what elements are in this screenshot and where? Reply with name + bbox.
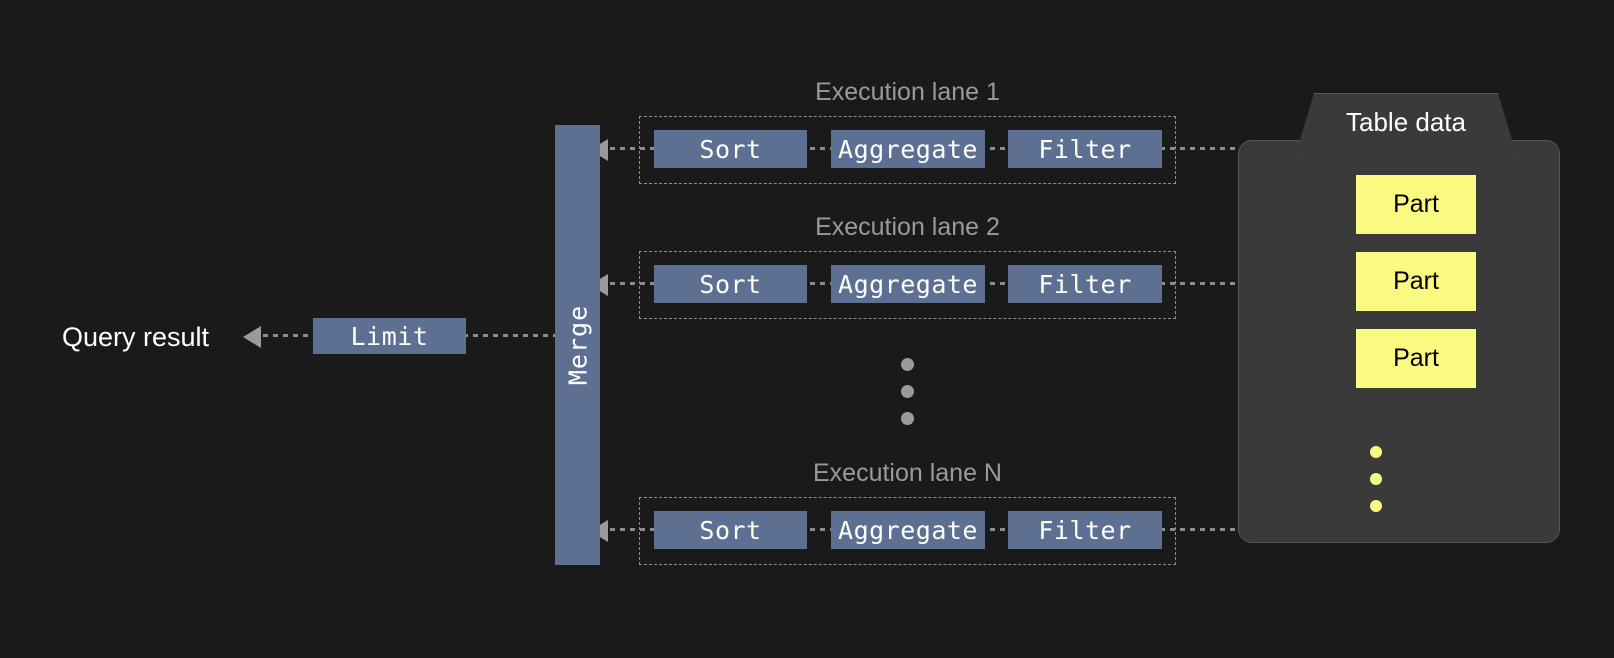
part-box-3[interactable]: Part xyxy=(1356,329,1476,388)
lane-ellipsis-icon xyxy=(901,358,914,439)
lane-2-stage-aggregate[interactable]: Aggregate xyxy=(831,265,985,303)
lane-2-stage-sort[interactable]: Sort xyxy=(654,265,807,303)
merge-operator-bar[interactable]: Merge xyxy=(555,125,600,565)
table-data-panel-tab-fill xyxy=(1297,94,1515,154)
lane-n-stage-aggregate[interactable]: Aggregate xyxy=(831,511,985,549)
merge-label: Merge xyxy=(563,304,592,386)
lane-n-stage-sort[interactable]: Sort xyxy=(654,511,807,549)
lane-2-stage-filter[interactable]: Filter xyxy=(1008,265,1162,303)
query-result-label: Query result xyxy=(62,322,210,352)
part-ellipsis-icon xyxy=(1370,446,1382,527)
lane-1-stage-sort[interactable]: Sort xyxy=(654,130,807,168)
part-box-2[interactable]: Part xyxy=(1356,252,1476,311)
lane-1-stage-aggregate[interactable]: Aggregate xyxy=(831,130,985,168)
lane-1-stage-filter[interactable]: Filter xyxy=(1008,130,1162,168)
limit-operator-box[interactable]: Limit xyxy=(313,318,466,354)
part-box-1[interactable]: Part xyxy=(1356,175,1476,234)
table-data-panel: Table data Part Part Part xyxy=(1238,93,1560,543)
lane-1-title: Execution lane 1 xyxy=(815,78,1000,106)
execution-lane-n xyxy=(639,497,1176,565)
execution-lane-2 xyxy=(639,251,1176,319)
table-data-title: Table data xyxy=(1346,106,1466,137)
lane-2-title: Execution lane 2 xyxy=(815,213,1000,241)
execution-lane-1 xyxy=(639,116,1176,184)
lane-n-stage-filter[interactable]: Filter xyxy=(1008,511,1162,549)
query-result-arrow-icon xyxy=(243,326,261,348)
lane-n-title: Execution lane N xyxy=(812,459,1002,487)
